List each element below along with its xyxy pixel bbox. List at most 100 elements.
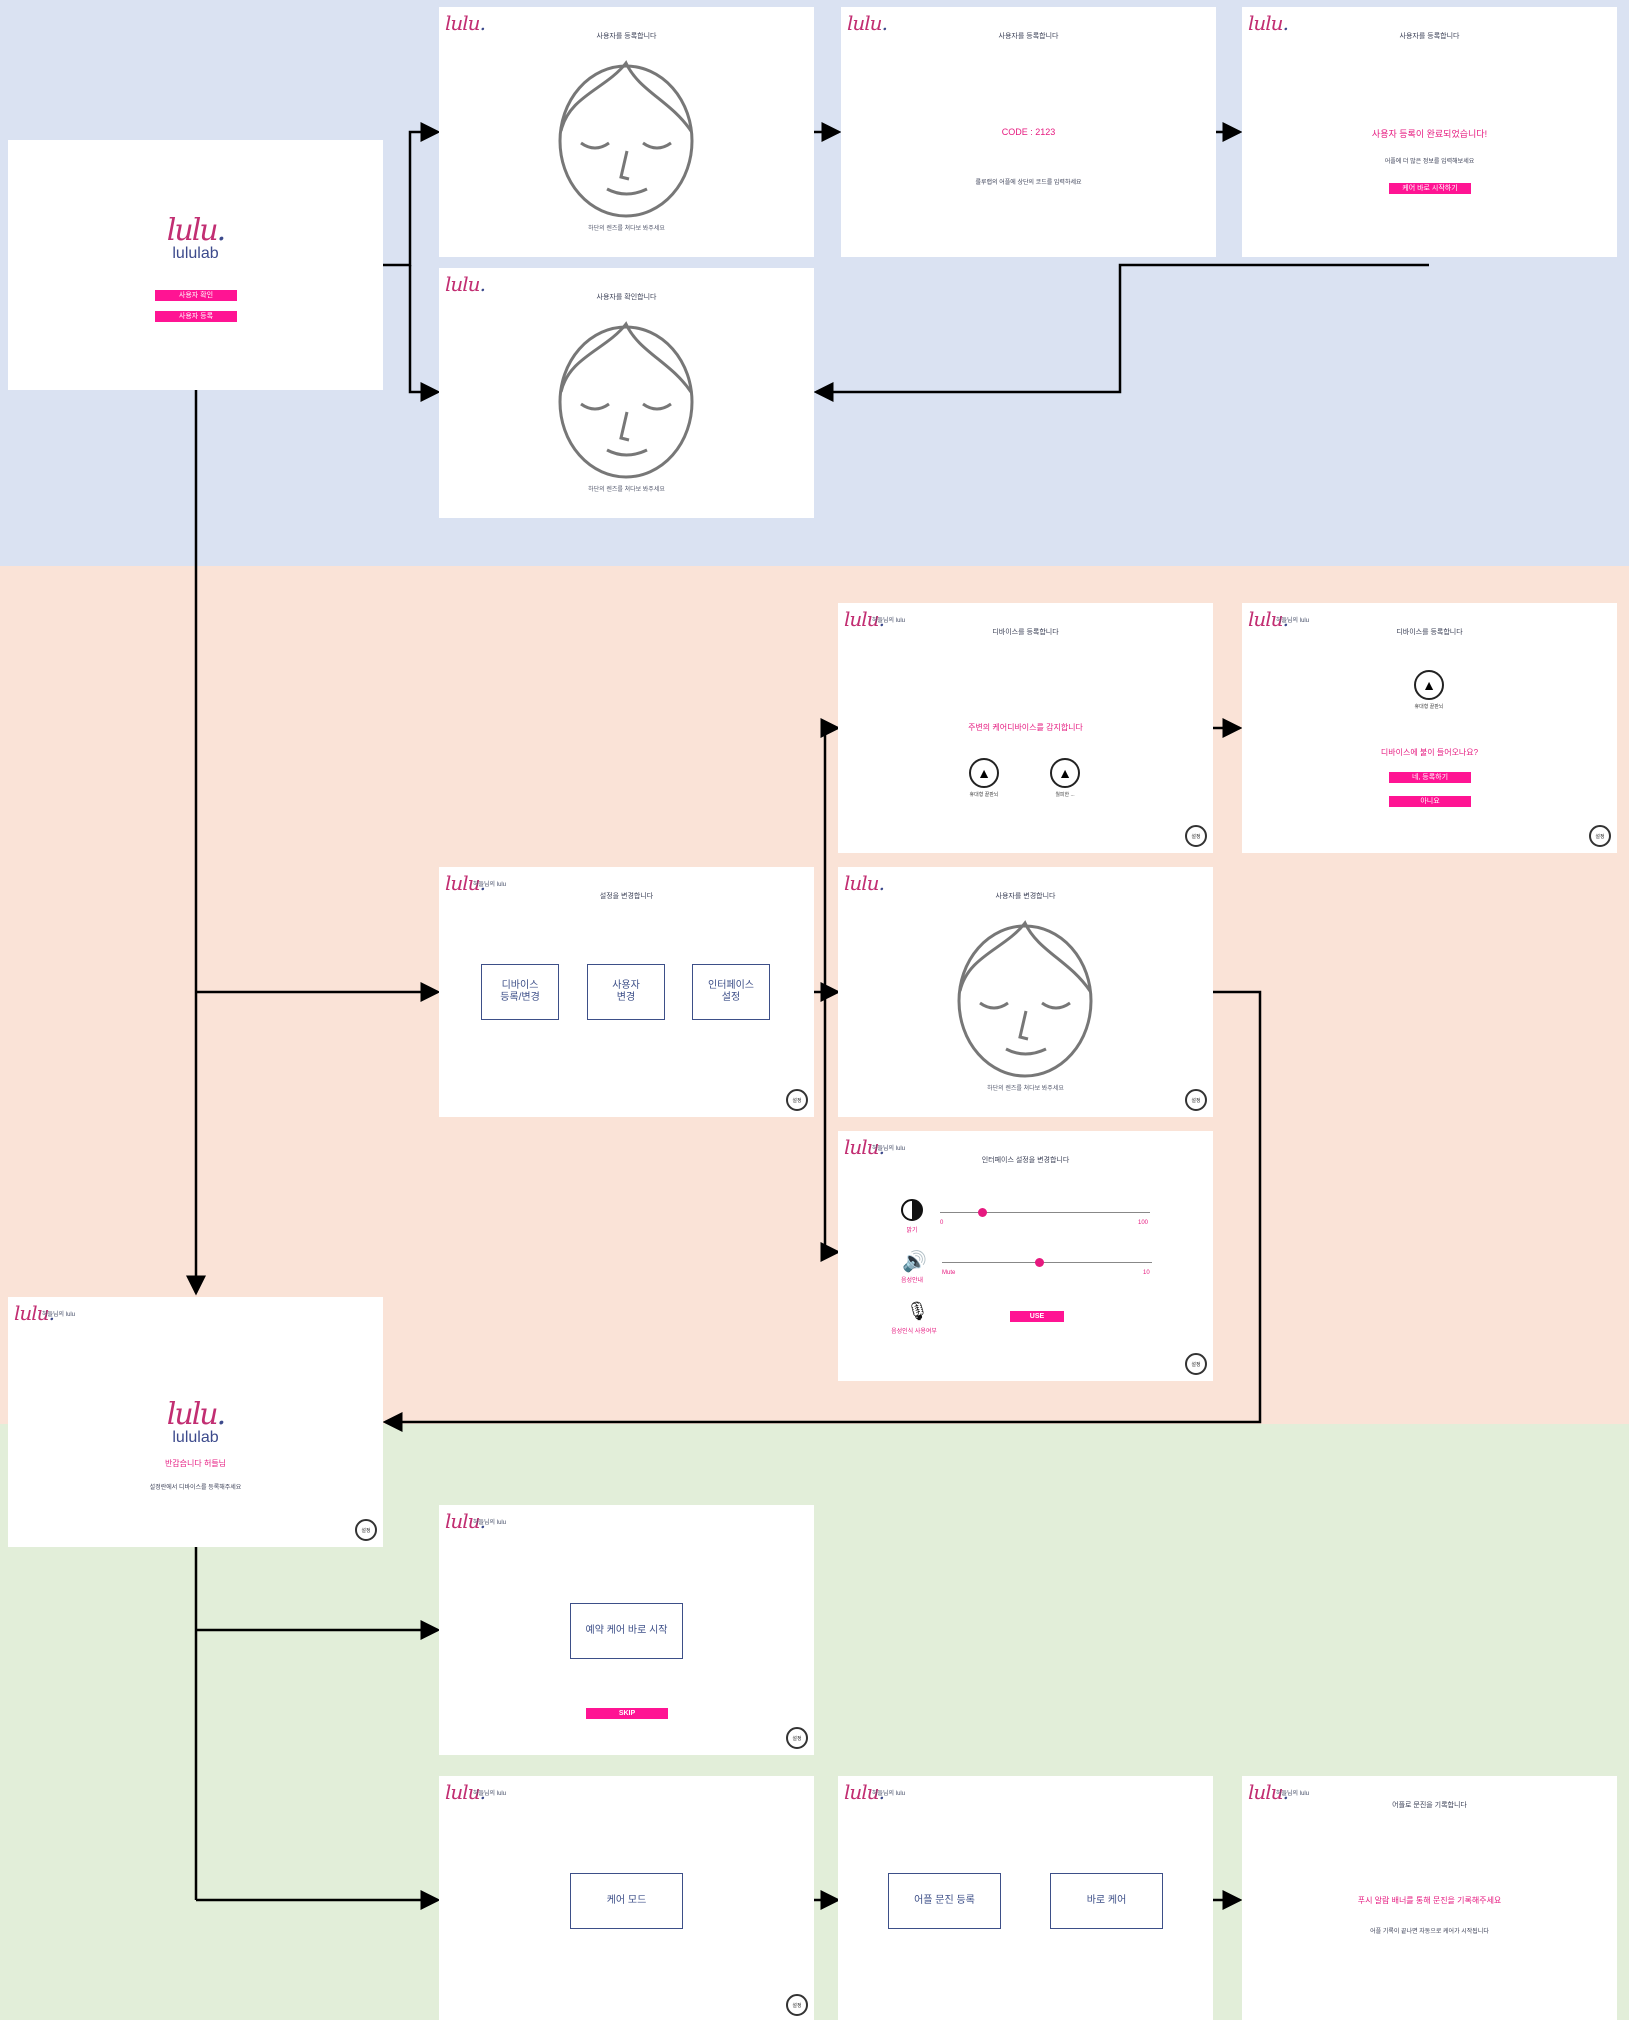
volume-label: 음성안내 xyxy=(900,1278,924,1284)
lulu-logo: lulu. xyxy=(844,1780,885,1804)
reserve-care-screen: lulu. 허들님의 lulu 예약 케어 바로 시작 SKIP 설정 xyxy=(439,1505,814,1755)
owner-label: 허들님의 lulu xyxy=(872,618,906,624)
volume-max: 10 xyxy=(1143,1270,1150,1276)
brand-logo: lulu. lululab xyxy=(8,1400,383,1446)
start-care-button[interactable]: 케어 바로 시작하기 xyxy=(1389,183,1471,194)
register-face-screen: lulu. 사용자를 등록합니다 하단의 렌즈를 쳐다보 봐주세요 xyxy=(439,7,814,257)
settings-gear-icon[interactable]: 설정 xyxy=(1185,825,1207,847)
device-image-icon[interactable]: ▲ xyxy=(969,758,999,788)
check-user-button[interactable]: 사용자 확인 xyxy=(155,290,237,301)
screen-title: 디바이스를 등록합니다 xyxy=(992,629,1059,636)
app-checkup-button[interactable]: 어플 문진 등록 xyxy=(888,1873,1001,1929)
brand-wordmark: lululab xyxy=(172,245,219,262)
screen-title: 사용자를 등록합니다 xyxy=(596,33,657,40)
device-name-label: 휴대형 끝판뇌 xyxy=(1414,704,1444,710)
screen-title: 사용자를 등록합니다 xyxy=(1399,33,1460,40)
brightness-knob[interactable] xyxy=(978,1208,987,1217)
reserve-start-button[interactable]: 예약 케어 바로 시작 xyxy=(570,1603,683,1659)
register-user-button[interactable]: 사용자 등록 xyxy=(155,311,237,322)
register-code: CODE : 2123 xyxy=(1001,127,1056,137)
detect-message: 주변의 케어디바이스를 감지합니다 xyxy=(968,723,1083,732)
device-confirm-screen: lulu. 허들님의 lulu 디바이스를 등록합니다 ▲ 휴대형 끝판뇌 디바… xyxy=(1242,603,1617,853)
owner-label: 허들님의 lulu xyxy=(1276,1791,1310,1797)
lulu-logo: lulu. xyxy=(847,11,888,35)
device-register-option[interactable]: 디바이스 등록/변경 xyxy=(481,964,559,1020)
screen-title: 디바이스를 등록합니다 xyxy=(1396,629,1463,636)
screen-title: 사용자를 확인합니다 xyxy=(596,294,657,301)
screen-title: 어플로 문진을 기록합니다 xyxy=(1392,1802,1467,1809)
logo-mark: lulu xyxy=(166,1397,219,1432)
settings-gear-icon[interactable]: 설정 xyxy=(1185,1353,1207,1375)
face-illustration xyxy=(558,321,694,479)
settings-gear-icon[interactable]: 설정 xyxy=(786,1994,808,2016)
settings-gear-icon[interactable]: 설정 xyxy=(786,1727,808,1749)
screen-title: 인터페이스 설정을 변경합니다 xyxy=(981,1157,1070,1164)
settings-gear-icon[interactable]: 설정 xyxy=(786,1089,808,1111)
lulu-logo: lulu. xyxy=(844,871,885,895)
lulu-logo: lulu. xyxy=(445,1509,486,1533)
volume-slider[interactable] xyxy=(942,1258,1152,1267)
device-a-label: 휴대형 끝판뇌 xyxy=(969,792,999,798)
device-image-icon[interactable]: ▲ xyxy=(1050,758,1080,788)
brightness-icon xyxy=(901,1199,923,1221)
use-toggle-button[interactable]: USE xyxy=(1010,1311,1064,1322)
welcome-greeting: 반갑습니다 허들님 xyxy=(164,1459,227,1468)
interface-settings-screen: lulu. 허들님의 lulu 인터페이스 설정을 변경합니다 밝기 0 100… xyxy=(838,1131,1213,1381)
direct-care-button[interactable]: 바로 케어 xyxy=(1050,1873,1163,1929)
app-log-sub: 어플 기록이 끝나면 자동으로 케어가 시작됩니다 xyxy=(1370,1929,1489,1935)
lulu-logo: lulu. xyxy=(1248,1780,1289,1804)
device-question: 디바이스에 불이 들어오나요? xyxy=(1380,748,1479,757)
microphone-icon: 🎙 xyxy=(906,1301,929,1321)
owner-label: 허들님의 lulu xyxy=(473,882,507,888)
brightness-min: 0 xyxy=(940,1220,944,1226)
lulu-logo: lulu. xyxy=(445,272,486,296)
welcome-instruction: 설정란에서 디바이스를 등록해주세요 xyxy=(149,1485,242,1491)
skip-button[interactable]: SKIP xyxy=(586,1708,668,1719)
brightness-label: 밝기 xyxy=(906,1228,918,1234)
lulu-logo: lulu. xyxy=(844,1135,885,1159)
speaker-icon: 🔊 xyxy=(902,1251,927,1273)
face-illustration xyxy=(957,920,1093,1078)
volume-min: Mute xyxy=(942,1270,956,1276)
face-illustration xyxy=(558,60,694,218)
brand-logo: lulu. lululab xyxy=(8,216,383,262)
face-caption: 하단의 렌즈를 쳐다보 봐주세요 xyxy=(588,226,665,232)
confirm-face-screen: lulu. 사용자를 확인합니다 하단의 렌즈를 쳐다보 봐주세요 xyxy=(439,268,814,518)
care-choice-screen: lulu. 허들님의 lulu 어플 문진 등록 바로 케어 xyxy=(838,1776,1213,2026)
care-mode-button[interactable]: 케어 모드 xyxy=(570,1873,683,1929)
mic-label: 음성인식 사용여부 xyxy=(891,1329,937,1335)
lulu-logo: lulu. xyxy=(1248,607,1289,631)
brand-wordmark: lululab xyxy=(172,1429,219,1446)
owner-label: 허들님의 lulu xyxy=(1276,618,1310,624)
register-done-screen: lulu. 사용자를 등록합니다 사용자 등록이 완료되었습니다! 어플에 더 … xyxy=(1242,7,1617,257)
logo-mark: lulu xyxy=(166,213,219,248)
settings-gear-icon[interactable]: 설정 xyxy=(1589,825,1611,847)
confirm-no-button[interactable]: 아니요 xyxy=(1389,796,1471,807)
lulu-logo: lulu. xyxy=(844,607,885,631)
owner-label: 허들님의 lulu xyxy=(473,1791,507,1797)
confirm-yes-button[interactable]: 네, 등록하기 xyxy=(1389,772,1471,783)
app-log-screen: lulu. 허들님의 lulu 어플로 문진을 기록합니다 푸시 알람 배너를 … xyxy=(1242,1776,1617,2026)
register-code-screen: lulu. 사용자를 등록합니다 CODE : 2123 룰루랩의 어플에 상단… xyxy=(841,7,1216,257)
care-mode-screen: lulu. 허들님의 lulu 케어 모드 설정 xyxy=(439,1776,814,2026)
volume-knob[interactable] xyxy=(1034,1258,1044,1267)
lulu-logo: lulu. xyxy=(445,1780,486,1804)
device-image-icon: ▲ xyxy=(1414,670,1444,700)
owner-label: 허들님의 lulu xyxy=(872,1146,906,1152)
face-caption: 하단의 렌즈를 쳐다보 봐주세요 xyxy=(987,1086,1064,1092)
owner-label: 허들님의 lulu xyxy=(872,1791,906,1797)
interface-settings-option[interactable]: 인터페이스 설정 xyxy=(692,964,770,1020)
settings-screen: lulu. 허들님의 lulu 설정을 변경합니다 디바이스 등록/변경 사용자… xyxy=(439,867,814,1117)
lulu-logo: lulu. xyxy=(445,871,486,895)
device-detect-screen: lulu. 허들님의 lulu 디바이스를 등록합니다 주변의 케어디바이스를 … xyxy=(838,603,1213,853)
owner-label: 허들님의 lulu xyxy=(42,1312,76,1318)
change-user-screen: lulu. 사용자를 변경합니다 하단의 렌즈를 쳐다보 봐주세요 설정 xyxy=(838,867,1213,1117)
brightness-max: 100 xyxy=(1138,1220,1149,1226)
change-user-option[interactable]: 사용자 변경 xyxy=(587,964,665,1020)
settings-gear-icon[interactable]: 설정 xyxy=(1185,1089,1207,1111)
brightness-slider[interactable] xyxy=(940,1208,1150,1217)
code-instruction: 룰루랩의 어플에 상단의 코드를 입력하세요 xyxy=(975,180,1082,186)
settings-gear-icon[interactable]: 설정 xyxy=(355,1519,377,1541)
screen-title: 사용자를 등록합니다 xyxy=(998,33,1059,40)
